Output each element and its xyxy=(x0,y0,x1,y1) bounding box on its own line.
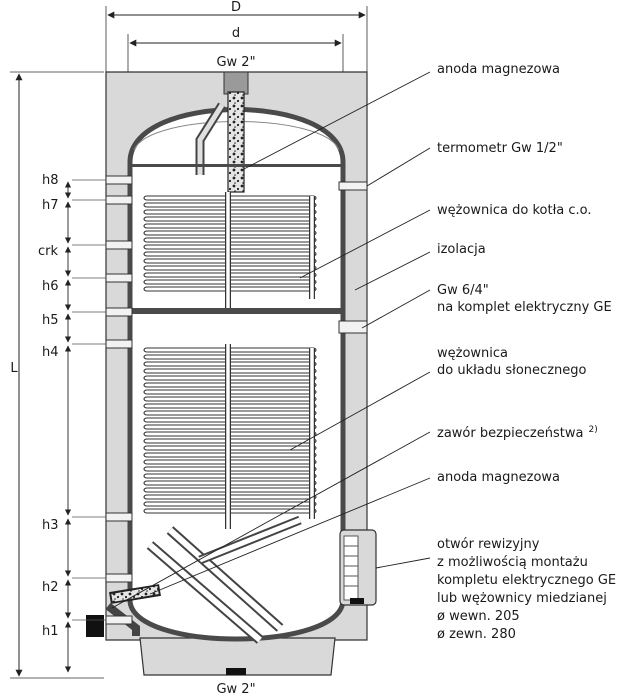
label-h2: h2 xyxy=(42,580,59,595)
callout-solar-coil-line1: wężownica xyxy=(437,346,508,361)
top-connection-label: Gw 2" xyxy=(216,55,255,70)
bottom-connection-label: Gw 2" xyxy=(216,682,255,697)
upper-anode xyxy=(227,91,245,193)
connection-stub xyxy=(105,573,133,583)
label-crk: crk xyxy=(38,244,58,259)
callout-thermometer: termometr Gw 1/2" xyxy=(437,141,563,156)
callout-inspection-line4: lub wężownicy miedzianej xyxy=(437,591,607,606)
callout-ge-line2: na komplet elektryczny GE xyxy=(437,300,612,315)
ge-connection-sleeve xyxy=(338,320,368,334)
connection-stub xyxy=(105,615,133,625)
label-h1: h1 xyxy=(42,624,59,639)
label-h4: h4 xyxy=(42,345,59,360)
safety-valve xyxy=(86,615,104,637)
connection-stub xyxy=(105,307,133,317)
boiler-coil xyxy=(143,192,317,309)
height-labels: h8 h7 crk h6 h5 h4 h3 h2 h1 xyxy=(38,173,59,639)
dimension-L: L xyxy=(10,71,104,679)
connection-stub xyxy=(105,195,133,205)
dimension-D-label: D xyxy=(231,0,241,15)
callout-insulation: izolacja xyxy=(437,242,486,257)
dimension-D: D xyxy=(105,0,368,76)
callout-ge-line1: Gw 6/4" xyxy=(437,283,489,298)
lower-fittings xyxy=(86,515,302,644)
connection-stub xyxy=(105,339,133,349)
label-h6: h6 xyxy=(42,279,59,294)
callout-inspection-line3: kompletu elektrycznego GE xyxy=(437,573,616,588)
label-h5: h5 xyxy=(42,313,59,328)
dimension-d: d xyxy=(127,26,344,76)
callout-inspection-line2: z możliwością montażu xyxy=(437,555,588,570)
connection-stub xyxy=(105,512,133,522)
label-h8: h8 xyxy=(42,173,59,188)
top-nozzle xyxy=(223,71,249,95)
dimension-L-label: L xyxy=(10,361,18,376)
label-h7: h7 xyxy=(42,198,59,213)
bottom-drain xyxy=(226,668,246,675)
left-connections xyxy=(72,175,133,625)
dimension-d-label: d xyxy=(232,26,240,41)
callout-lower-anode: anoda magnezowa xyxy=(437,470,560,485)
callout-upper-anode: anoda magnezowa xyxy=(437,62,560,77)
callouts: anoda magnezowa termometr Gw 1/2" wężown… xyxy=(437,62,616,642)
callout-inspection-line1: otwór rewizyjny xyxy=(437,537,540,552)
callout-boiler-coil: wężownica do kotła c.o. xyxy=(437,203,592,218)
label-h3: h3 xyxy=(42,518,59,533)
inspection-opening xyxy=(339,529,377,606)
connection-stub xyxy=(105,240,133,250)
callout-solar-coil-line2: do układu słonecznego xyxy=(437,363,587,378)
thermometer-sleeve xyxy=(338,181,368,191)
connection-stub xyxy=(105,273,133,283)
callout-leaders xyxy=(111,71,431,609)
callout-inspection-line6: ø zewn. 280 xyxy=(437,627,516,642)
middle-separator xyxy=(130,308,343,314)
solar-coil xyxy=(143,344,317,529)
callout-inspection-line5: ø wewn. 205 xyxy=(437,609,520,624)
connection-stub xyxy=(105,175,133,185)
